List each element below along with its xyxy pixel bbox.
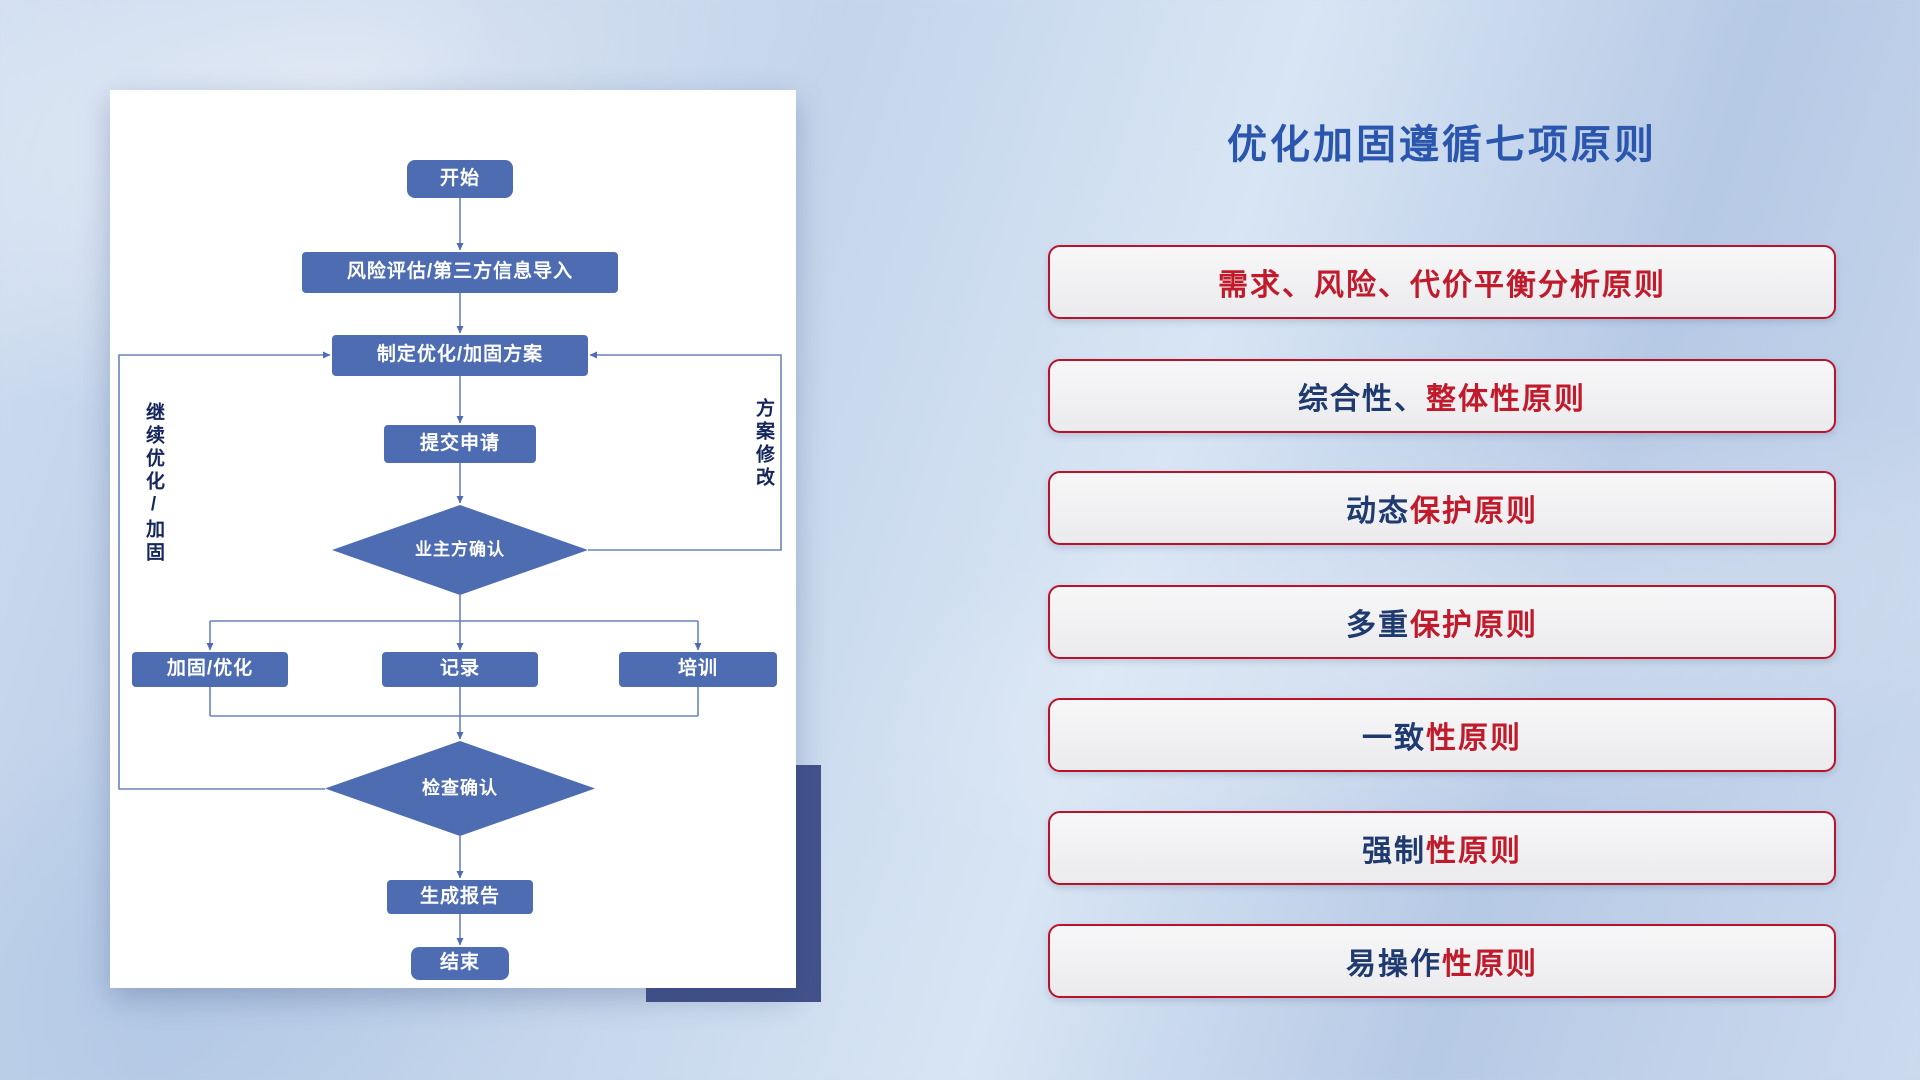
principle-text-navy: 一致 bbox=[1362, 722, 1426, 755]
principle-text-navy: 强制 bbox=[1362, 835, 1426, 868]
flow-node-reinforce: 加固/优化 bbox=[132, 652, 288, 687]
principle-item-2: 综合性、整体性原则 bbox=[1048, 359, 1836, 433]
flow-node-training: 培训 bbox=[619, 652, 777, 687]
flow-node-submit: 提交申请 bbox=[384, 425, 536, 463]
flowchart-card: 开始 风险评估/第三方信息导入 制定优化/加固方案 提交申请 业主方确认 加固/… bbox=[110, 90, 796, 988]
page-title: 优化加固遵循七项原则 bbox=[1227, 123, 1657, 167]
principle-text-red: 整体性原则 bbox=[1426, 383, 1586, 416]
flow-node-record: 记录 bbox=[382, 652, 538, 687]
principle-text-red: 性原则 bbox=[1426, 835, 1522, 868]
flow-node-risk-import: 风险评估/第三方信息导入 bbox=[302, 252, 618, 293]
principle-item-3: 动态保护原则 bbox=[1048, 471, 1836, 545]
principle-item-1: 需求、风险、代价平衡分析原则 bbox=[1048, 245, 1836, 319]
principle-text-red: 性原则 bbox=[1442, 948, 1538, 981]
loop-label-plan-revision: 方案修改 bbox=[753, 398, 774, 490]
flow-node-make-plan: 制定优化/加固方案 bbox=[332, 335, 588, 376]
flow-node-report: 生成报告 bbox=[387, 880, 533, 914]
flow-node-start: 开始 bbox=[407, 160, 513, 198]
principle-text-red: 需求、风险、代价平衡分析原则 bbox=[1218, 269, 1666, 302]
principle-item-6: 强制性原则 bbox=[1048, 811, 1836, 885]
loop-label-continue-optimize: 继续优化/加固 bbox=[143, 402, 164, 565]
principle-text-red: 性原则 bbox=[1426, 722, 1522, 755]
principle-text-red: 保护原则 bbox=[1410, 495, 1538, 528]
flow-node-end: 结束 bbox=[411, 947, 509, 980]
principle-text-navy: 多重 bbox=[1346, 609, 1410, 642]
principle-text-red: 保护原则 bbox=[1410, 609, 1538, 642]
principle-item-7: 易操作性原则 bbox=[1048, 924, 1836, 998]
principle-text-navy: 易操作 bbox=[1346, 948, 1442, 981]
principle-item-5: 一致性原则 bbox=[1048, 698, 1836, 772]
principle-text-navy: 综合性、 bbox=[1298, 383, 1426, 416]
principle-item-4: 多重保护原则 bbox=[1048, 585, 1836, 659]
principle-text-navy: 动态 bbox=[1346, 495, 1410, 528]
